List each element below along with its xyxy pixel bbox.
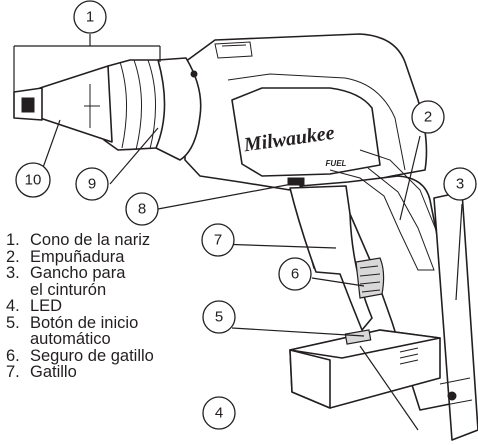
parts-legend: 1. Cono de la nariz 2. Empuñadura 3. Gancho… [6, 232, 154, 381]
trigger-lock [355, 257, 385, 299]
legend-item: 4. LED [6, 298, 154, 315]
side-panel [231, 87, 381, 177]
legend-text: Empuñadura [30, 247, 125, 266]
callout-10-label: 10 [25, 172, 42, 189]
collar-dot [190, 70, 198, 78]
panel-accent [227, 73, 406, 171]
legend-number: 7. [6, 363, 20, 381]
tool-illustration: Milwaukee FUEL [13, 33, 478, 441]
legend-number: 2. [6, 247, 20, 266]
lock-ribs [359, 265, 381, 293]
base-vents [399, 347, 419, 365]
callout-10: 10 [15, 162, 51, 198]
callout-3: 3 [443, 167, 477, 201]
callout-5-label: 5 [215, 309, 223, 326]
base-front [289, 349, 331, 409]
legend-item: 6. Seguro de gatillo [6, 346, 154, 365]
callout-7-label: 7 [214, 232, 222, 249]
callout-5: 5 [202, 300, 236, 334]
callout-4: 4 [202, 396, 236, 430]
led-window [287, 177, 305, 186]
callout-2-label: 2 [424, 109, 432, 126]
grip-overmold [329, 167, 435, 271]
callout-4-label: 4 [215, 405, 223, 422]
callout-1: 1 [73, 0, 107, 34]
legend-text: Botón de inicio automático [30, 313, 139, 348]
callout-8: 8 [125, 192, 159, 226]
auto-start-button [344, 329, 372, 345]
legend-item: 1. Cono de la nariz [6, 232, 154, 249]
callout-2: 2 [411, 100, 445, 134]
legend-text: Gatillo [30, 363, 77, 381]
legend-item: 5. Botón de inicio automático [6, 313, 154, 348]
legend-number: 5. [6, 313, 20, 332]
legend-number: 3. [6, 264, 20, 282]
callout-8-label: 8 [138, 201, 146, 218]
trigger-guard [289, 185, 373, 331]
legend-text: Cono de la nariz [30, 231, 151, 249]
callout-9: 9 [75, 167, 109, 201]
top-vent [214, 41, 253, 59]
legend-text: Seguro de gatillo [30, 346, 154, 365]
belt-clip-detail [439, 377, 473, 407]
legend-text: LED [30, 297, 63, 315]
legend-item: 3. Gancho para el cinturón [6, 265, 154, 298]
legend-number: 6. [6, 346, 20, 365]
collar-ring [155, 57, 202, 161]
callout-9-label: 9 [88, 176, 96, 193]
nose-marking [84, 84, 100, 128]
bit [21, 97, 35, 113]
callout-6-label: 6 [291, 266, 299, 283]
legend-number: 1. [6, 231, 20, 249]
belt-clip-screw [447, 391, 457, 401]
callout-3-label: 3 [456, 176, 464, 193]
callout-6: 6 [278, 257, 312, 291]
callout-1-label: 1 [86, 9, 94, 26]
legend-item: 7. Gatillo [6, 364, 154, 381]
callout-7: 7 [201, 223, 235, 257]
leader-lines [13, 34, 463, 431]
legend-item: 2. Empuñadura [6, 247, 154, 266]
legend-number: 4. [6, 297, 20, 315]
collar-ribs [119, 59, 156, 151]
legend-text: Gancho para el cinturón [30, 264, 126, 299]
nose-cone [39, 65, 113, 143]
fuel-badge: FUEL [326, 159, 347, 168]
